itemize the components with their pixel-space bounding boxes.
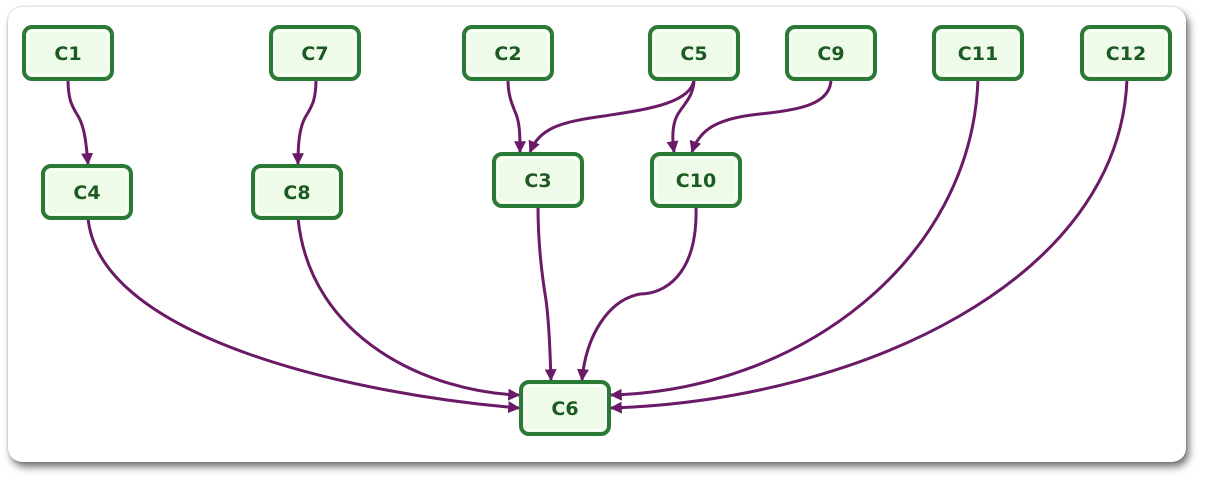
node-c11: C11: [932, 25, 1024, 81]
node-inner-highlight: [790, 30, 872, 76]
node-c3: C3: [492, 152, 584, 208]
edge-c10-to-c6: [577, 205, 698, 382]
node-label: C9: [817, 43, 844, 65]
node-box: [785, 25, 877, 81]
edge-c5-to-c3: [528, 78, 696, 154]
node-label: C2: [494, 43, 521, 65]
edge-c2-to-c3: [506, 78, 526, 154]
node-inner-highlight: [46, 169, 128, 215]
node-box: [932, 25, 1024, 81]
node-label: C8: [283, 182, 310, 204]
edges-layer: [66, 78, 1129, 414]
node-label: C12: [1106, 43, 1146, 65]
edge-c5-to-c10: [666, 78, 696, 154]
node-c5: C5: [648, 25, 740, 81]
node-box: [492, 152, 584, 208]
node-c12: C12: [1080, 25, 1172, 81]
node-c2: C2: [462, 25, 554, 81]
node-label: C10: [676, 170, 716, 192]
node-inner-highlight: [653, 30, 735, 76]
node-c8: C8: [251, 164, 343, 220]
node-c7: C7: [269, 25, 361, 81]
node-box: [519, 380, 611, 436]
node-label: C6: [551, 398, 578, 420]
node-label: C5: [680, 43, 707, 65]
node-c10: C10: [650, 152, 742, 208]
node-box: [251, 164, 343, 220]
edge-c7-to-c8: [292, 78, 318, 166]
node-inner-highlight: [497, 157, 579, 203]
node-inner-highlight: [937, 30, 1019, 76]
node-box: [648, 25, 740, 81]
node-box: [650, 152, 742, 208]
node-inner-highlight: [524, 385, 606, 431]
node-inner-highlight: [27, 30, 109, 76]
node-box: [41, 164, 133, 220]
edge-c12-to-c6: [609, 78, 1129, 414]
node-inner-highlight: [655, 157, 737, 203]
edge-c8-to-c6: [296, 217, 521, 401]
node-box: [1080, 25, 1172, 81]
node-inner-highlight: [274, 30, 356, 76]
edge-c3-to-c6: [536, 205, 557, 382]
node-inner-highlight: [1085, 30, 1167, 76]
node-c1: C1: [22, 25, 114, 81]
node-inner-highlight: [467, 30, 549, 76]
node-c6: C6: [519, 380, 611, 436]
node-label: C1: [54, 43, 81, 65]
node-inner-highlight: [256, 169, 338, 215]
node-c4: C4: [41, 164, 133, 220]
node-box: [462, 25, 554, 81]
edge-c1-to-c4: [66, 78, 94, 166]
node-label: C4: [73, 182, 100, 204]
edge-c9-to-c10: [689, 78, 833, 154]
node-box: [22, 25, 114, 81]
node-label: C7: [301, 43, 328, 65]
node-label: C11: [958, 43, 998, 65]
node-box: [269, 25, 361, 81]
node-label: C3: [524, 170, 551, 192]
edge-c11-to-c6: [609, 78, 980, 401]
node-c9: C9: [785, 25, 877, 81]
edge-c4-to-c6: [86, 217, 521, 414]
